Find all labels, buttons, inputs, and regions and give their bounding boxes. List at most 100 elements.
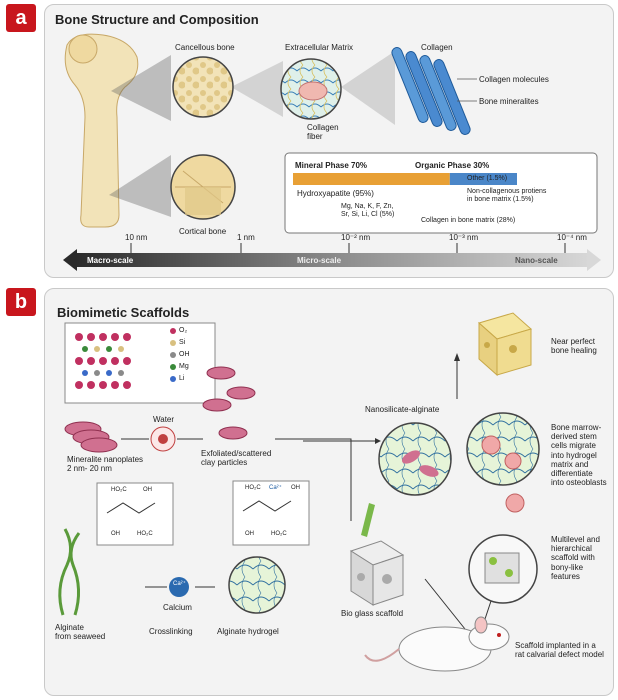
other-label: Other (1.5%) (467, 175, 508, 182)
legend-dot-2 (170, 352, 176, 358)
zoom-cone-collagen (341, 51, 395, 125)
collagen-fiber-label-line-1: Collagen (307, 123, 339, 132)
multilevel-label: Multilevel and hierarchical scaffold wit… (551, 535, 600, 581)
crystal-lattice (75, 333, 131, 389)
ions-label-line-2: Sr, Si, Li, Cl (5%) (341, 211, 395, 219)
mineralite-nanoplates (64, 421, 118, 453)
legend-li: Li (179, 375, 185, 382)
calcium-label: Calcium (163, 603, 192, 612)
stem-cells-label-line-6: differentiate (551, 468, 593, 478)
ions-label: Mg, Na, K, F, Zn, Sr, Si, Li, Cl (5%) (341, 203, 394, 219)
alginate-structure-box (96, 482, 174, 546)
chem-label-oh-2: OH (111, 531, 120, 537)
multilevel-label-line-3: scaffold with (551, 553, 595, 563)
legend-si: Si (179, 339, 186, 346)
ions-label-line-1: Mg, Na, K, F, Zn, (341, 203, 394, 210)
panel-b-badge: b (6, 288, 36, 316)
seaweed-icon (58, 528, 81, 616)
collagen-fibrils (391, 47, 471, 135)
legend-dot-1 (170, 340, 176, 346)
multilevel-label-line-5: features (551, 571, 580, 581)
implanted-label-line-2: rat calvarial defect model (515, 650, 604, 660)
ca-ion-label: Ca²⁺ (173, 581, 186, 587)
stem-cells-label-line-1: Bone marrow- (551, 423, 602, 432)
zoom-cone-cancellous (111, 55, 171, 121)
exfoliated-label: Exfoliated/scattered clay particles (201, 449, 271, 467)
legend-dot-4 (170, 376, 176, 382)
exfoliated-label-line-2: clay particles (201, 458, 248, 468)
stem-cells-label-line-7: into osteoblasts (551, 478, 607, 488)
hydroxyapatite-label: Hydroxyapatite (95%) (297, 189, 374, 198)
chem-label-ho2c-2: HO₂C (137, 531, 153, 537)
cortical-bone-label: Cortical bone (179, 227, 227, 236)
chem-label-ho2c-4: HO₂C (271, 531, 287, 537)
legend-o2: O₂ (179, 327, 188, 334)
exfoliated-particles (202, 366, 256, 440)
chem-label-ho2c-1: HO₂C (111, 487, 127, 493)
tick-label-1e-2nm: 10⁻² nm (341, 233, 371, 242)
stem-cell-circle (466, 412, 540, 513)
tick-label-1e-4nm: 10⁻⁴ nm (557, 233, 587, 242)
crosslinked-structure-box (232, 480, 310, 546)
micro-scale-label: Micro-scale (297, 256, 342, 265)
panel-b-title: Biomimetic Scaffolds (57, 305, 190, 320)
panel-a-title: Bone Structure and Composition (55, 12, 259, 27)
cancellous-bone-circle (172, 56, 234, 118)
nanosilicate-label: Nanosilicate-alginate (365, 405, 440, 414)
femur-illustration (64, 33, 139, 228)
panel-a-illustration (63, 33, 601, 271)
mineralite-label-line-2: 2 nm- 20 nm (67, 464, 112, 474)
chem-label-ca: Ca²⁺ (269, 485, 282, 491)
legend-dot-0 (170, 328, 176, 334)
panel-a-badge: a (6, 4, 36, 32)
alginate-source-label-line-1: Alginate (55, 623, 84, 632)
organic-phase-bar (449, 173, 517, 185)
ecm-label: Extracellular Matrix (285, 43, 354, 52)
multilevel-label-line-4: bony-like (551, 562, 584, 572)
ecm-circle (280, 58, 342, 120)
chem-label-oh-4: OH (245, 531, 254, 537)
alginate-hydrogel-circle (228, 556, 286, 614)
nano-scale-label: Nano-scale (515, 256, 558, 265)
macro-scale-label: Macro-scale (87, 256, 134, 265)
mineral-phase-bar (293, 173, 450, 185)
multilevel-scaffold-circle (468, 534, 538, 604)
implanted-label-line-1: Scaffold implanted in a (515, 641, 596, 650)
chem-label-ho2c-3: HO₂C (245, 485, 261, 491)
mineral-phase-label: Mineral Phase 70% (295, 161, 368, 170)
collagen-fiber-label-line-2: fiber (307, 132, 323, 142)
stem-cells-label-line-4: into hydrogel (551, 450, 597, 460)
near-perfect-label: Near perfect bone healing (551, 337, 597, 355)
bone-cube-icon (477, 312, 533, 377)
noncollagenous-label-line-2: in bone matrix (1.5%) (467, 196, 534, 204)
collagen-label: Collagen (421, 43, 453, 52)
implanted-label: Scaffold implanted in a rat calvarial de… (515, 641, 604, 659)
chem-label-oh-1: OH (143, 487, 152, 493)
panel-a: Bone Structure and Composition (44, 4, 614, 278)
multilevel-label-line-2: hierarchical (551, 544, 592, 554)
alginate-hydrogel-label: Alginate hydrogel (217, 627, 279, 636)
multilevel-label-line-1: Multilevel and (551, 535, 600, 544)
legend-dot-3 (170, 364, 176, 370)
noncollagenous-label: Non-collagenous protiens in bone matrix … (467, 188, 546, 204)
cancellous-bone-label: Cancellous bone (175, 43, 235, 52)
stem-cells-label-line-2: derived stem (551, 432, 597, 442)
scale-arrow (63, 249, 601, 271)
stem-cells-label-line-3: cells migrate (551, 441, 596, 451)
bioglass-label: Bio glass scaffold (341, 609, 404, 618)
mineralite-label: Mineralite nanoplates 2 nm- 20 nm (67, 455, 143, 473)
nanosilicate-alginate-circle (378, 422, 452, 496)
bioglass-scaffold-icon (349, 503, 405, 606)
cortical-bone-circle (170, 154, 236, 220)
stem-cells-label-line-5: matrix and (551, 459, 589, 469)
lattice-legend-dots (170, 328, 176, 382)
lattice-legend: O₂ Si OH Mg Li (179, 327, 190, 387)
legend-oh: OH (179, 351, 190, 358)
exfoliated-label-line-1: Exfoliated/scattered (201, 449, 272, 458)
collagen-molecules-label: Collagen molecules (479, 75, 549, 84)
mineralite-label-line-1: Mineralite nanoplates (67, 455, 144, 464)
collagen-fiber-label: Collagen fiber (307, 123, 339, 141)
chem-label-oh-3: OH (291, 485, 300, 491)
noncollagenous-label-line-1: Non-collagenous protiens (467, 188, 547, 195)
calcium-ion-icon (169, 577, 189, 597)
